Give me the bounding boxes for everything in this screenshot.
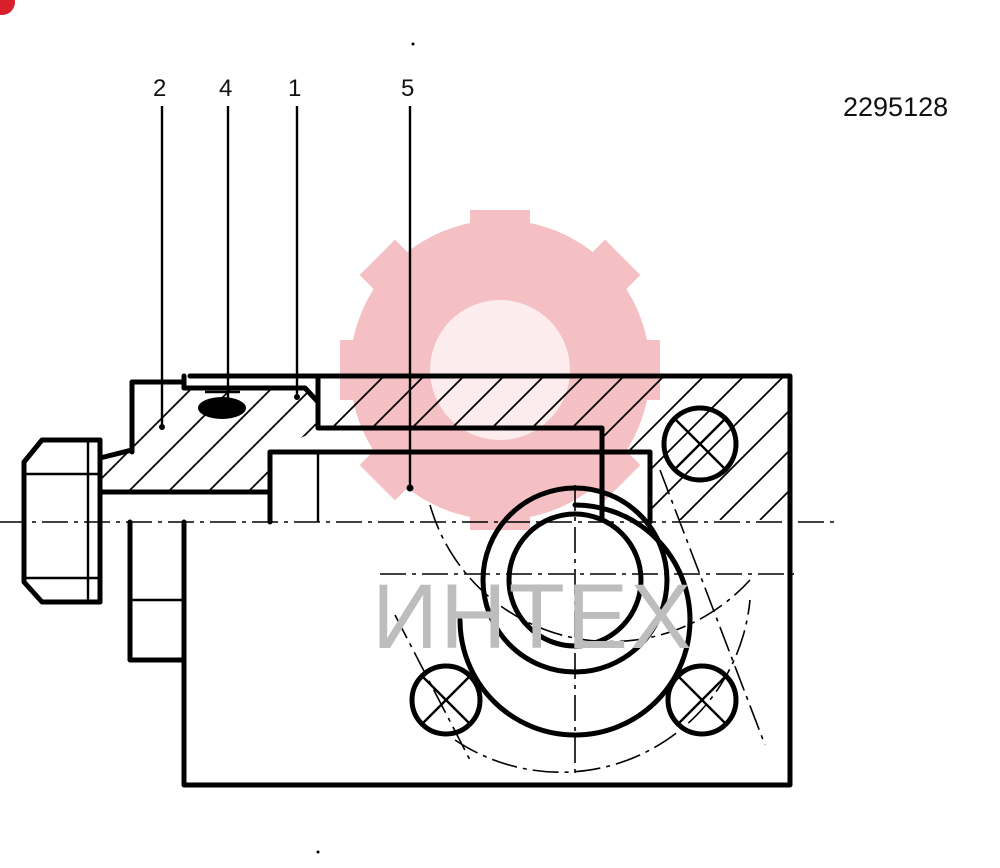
watermark-gear-icon xyxy=(340,210,660,530)
leader-lines xyxy=(159,106,414,492)
callout-5: 5 xyxy=(401,75,414,102)
bolt-hole-top-right xyxy=(661,405,739,483)
hex-nut xyxy=(21,437,103,605)
center-lines xyxy=(0,469,835,775)
threaded-fitting xyxy=(97,379,321,663)
o-ring-seal xyxy=(198,390,246,419)
callout-4: 4 xyxy=(219,75,232,102)
corner-mark-icon xyxy=(0,0,15,15)
watermark-text: ИНТЕХ xyxy=(372,566,694,668)
document-number: 2295128 xyxy=(843,92,948,122)
callout-2: 2 xyxy=(153,75,166,102)
callout-1: 1 xyxy=(288,75,301,102)
bolt-hole-bottom-right xyxy=(665,663,739,737)
bolt-hole-bottom-left xyxy=(409,663,483,737)
